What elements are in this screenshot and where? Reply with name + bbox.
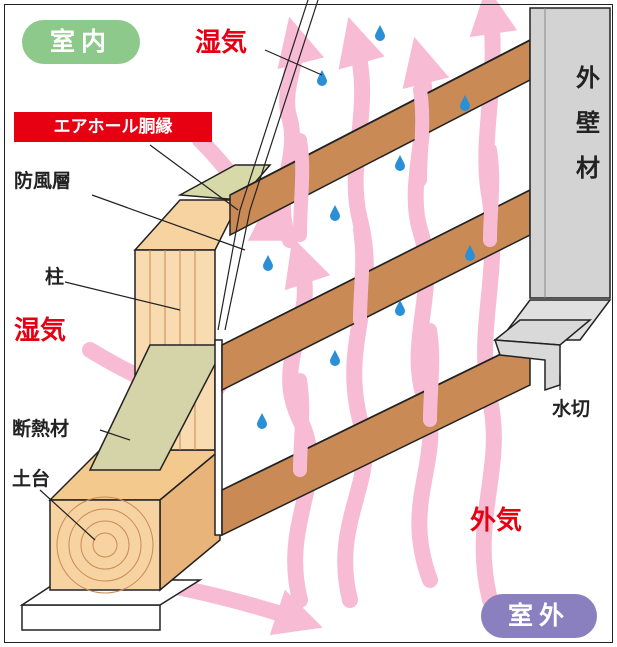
droplet-icon [375, 25, 385, 41]
sill-beam [48, 448, 223, 594]
exterior-wall-char: 壁 [576, 109, 600, 137]
droplet-icon [395, 300, 405, 316]
moisture-label-left: 湿気 [14, 316, 67, 346]
exterior-wall-label: 外 壁 材 [570, 56, 606, 191]
moisture-label-top: 湿気 [195, 28, 248, 58]
pillar-label: 柱 [45, 266, 65, 288]
air-hole-furring-label: エアホール胴縁 [14, 112, 212, 142]
water-drip-label: 水切 [552, 398, 591, 420]
insulation-label: 断熱材 [12, 418, 70, 440]
windproof-layer-label: 防風層 [14, 170, 72, 192]
exterior-wall-char: 材 [576, 154, 600, 182]
water-droplets [257, 25, 475, 429]
water-drip-flashing [493, 319, 593, 392]
airflow-crossings [293, 83, 500, 477]
droplet-icon [330, 205, 340, 221]
diagram-frame [4, 4, 613, 643]
droplet-icon [263, 255, 273, 271]
windproof-sheet [214, 339, 223, 536]
droplet-icon [460, 95, 470, 111]
leader-lines [39, 0, 561, 541]
droplet-icon [317, 70, 327, 86]
outside-air-label: 外気 [470, 506, 523, 536]
droplet-icon [465, 245, 475, 261]
exterior-wall [498, 7, 612, 341]
airflow-arrow [469, 0, 518, 608]
sill-label: 土台 [12, 468, 51, 490]
droplet-icon [395, 155, 405, 171]
droplet-icon [257, 413, 267, 429]
indoor-badge: 室内 [22, 20, 140, 64]
outdoor-badge: 室外 [481, 594, 597, 638]
droplet-icon [330, 350, 340, 366]
exterior-wall-char: 外 [576, 64, 600, 92]
